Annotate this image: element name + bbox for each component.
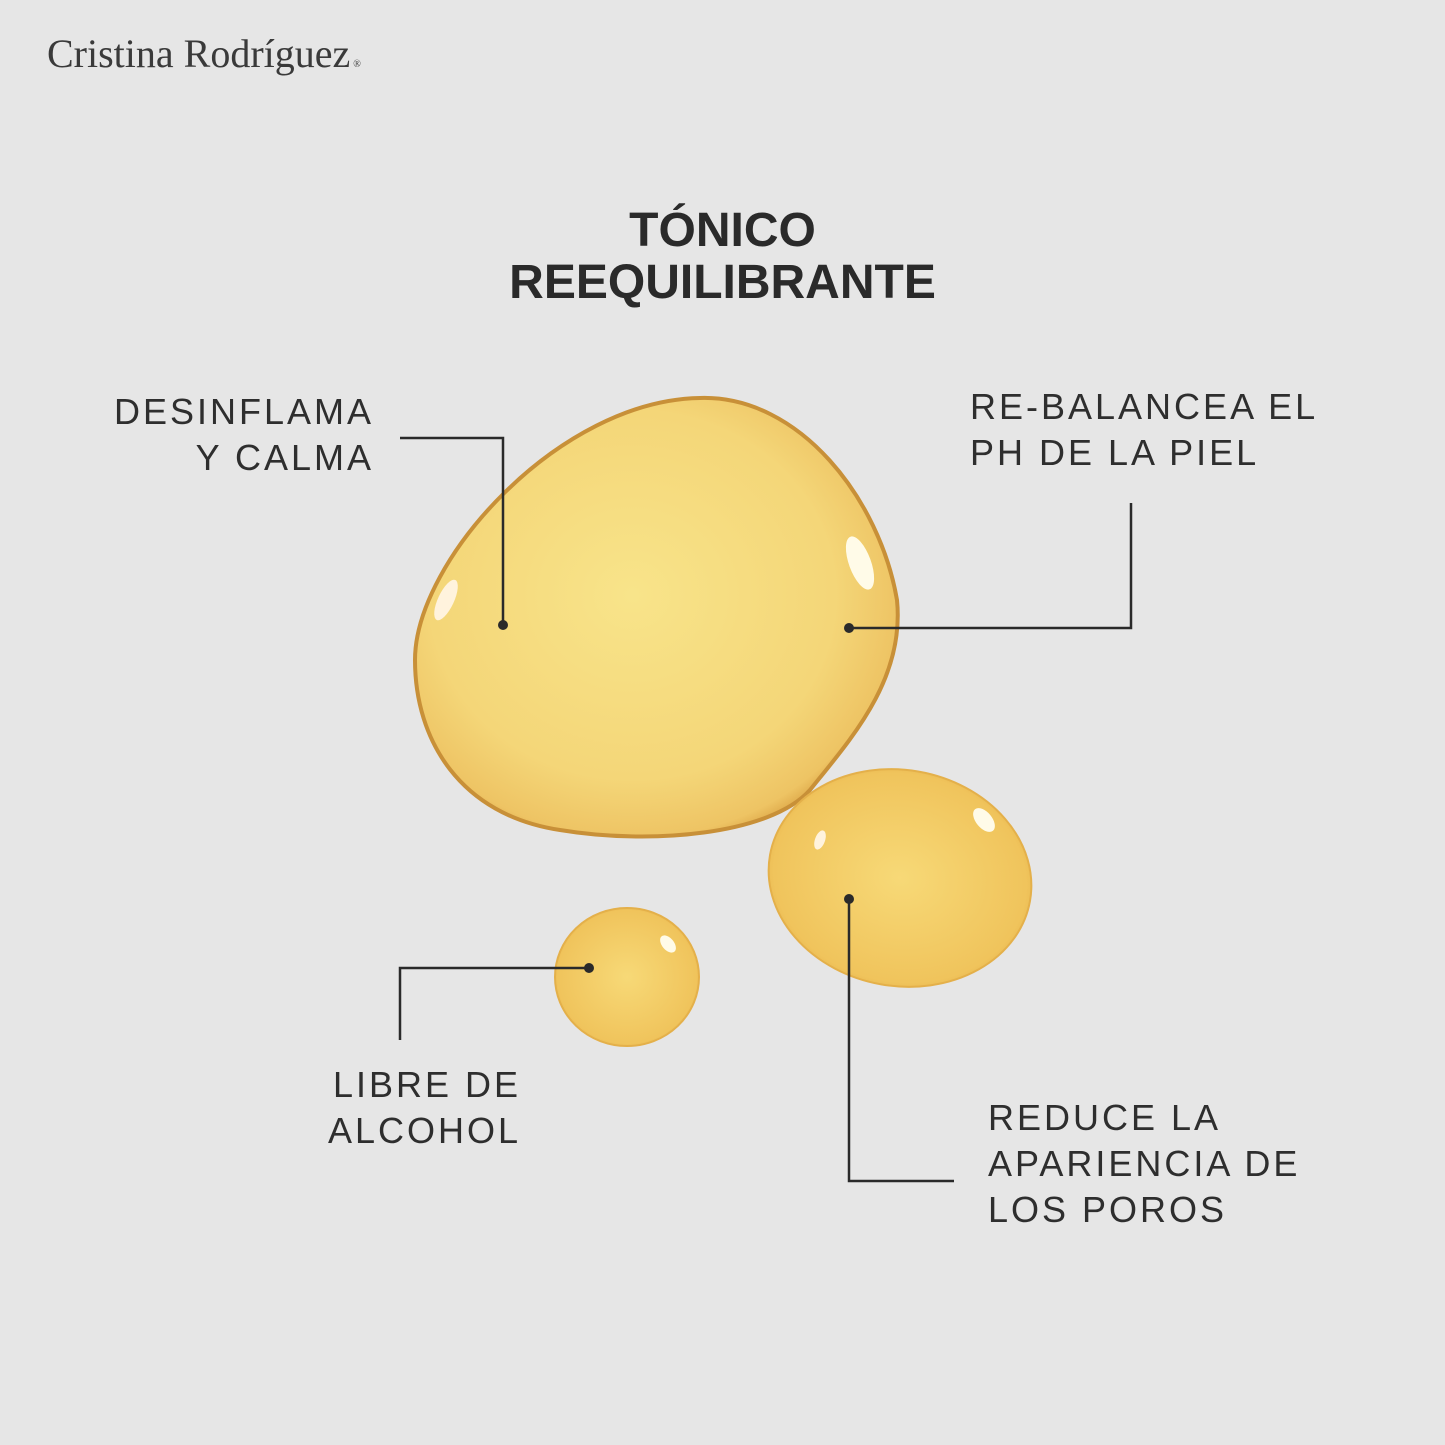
title-line-2: REEQUILIBRANTE: [509, 256, 936, 309]
medium-drop: [767, 768, 1033, 988]
callout-libre: LIBRE DE ALCOHOL: [328, 1062, 521, 1154]
highlight: [973, 808, 995, 832]
callout-text: REDUCE LA: [988, 1097, 1222, 1138]
title-line-1: TÓNICO: [629, 204, 816, 257]
callout-text: DESINFLAMA: [113, 391, 374, 432]
highlight: [434, 579, 458, 621]
callout-text: RE-BALANCEA EL: [970, 386, 1319, 427]
callout-reduce: REDUCE LA APARIENCIA DE LOS POROS: [988, 1095, 1300, 1233]
callout-line-reduce: [847, 899, 954, 1183]
callout-text: LOS POROS: [988, 1189, 1228, 1230]
highlight: [814, 830, 826, 850]
callout-text: ALCOHOL: [327, 1110, 521, 1151]
callout-line-rebalancea: [849, 503, 1133, 630]
page-title: TÓNICO REEQUILIBRANTE: [0, 205, 1445, 309]
brand-name: Cristina Rodríguez: [47, 31, 351, 76]
callout-line-desinflama: [400, 436, 505, 625]
callout-rebalancea: RE-BALANCEA EL PH DE LA PIEL: [970, 384, 1318, 476]
large-drop: [412, 395, 900, 839]
callout-dot: [498, 620, 508, 630]
brand-logo: Cristina Rodríguez®: [47, 30, 361, 77]
callout-dot: [844, 894, 854, 904]
registered-mark: ®: [353, 59, 361, 70]
callout-desinflama: DESINFLAMA Y CALMA: [114, 389, 374, 481]
small-drop: [554, 907, 700, 1047]
callout-dot: [844, 623, 854, 633]
highlight: [845, 536, 875, 590]
callout-dot: [584, 963, 594, 973]
highlight: [660, 935, 676, 953]
callout-text: LIBRE DE: [332, 1064, 521, 1105]
callout-text: APARIENCIA DE: [988, 1143, 1301, 1184]
callout-text: PH DE LA PIEL: [970, 432, 1260, 473]
callout-text: Y CALMA: [195, 437, 374, 478]
callout-line-libre: [398, 966, 589, 1040]
